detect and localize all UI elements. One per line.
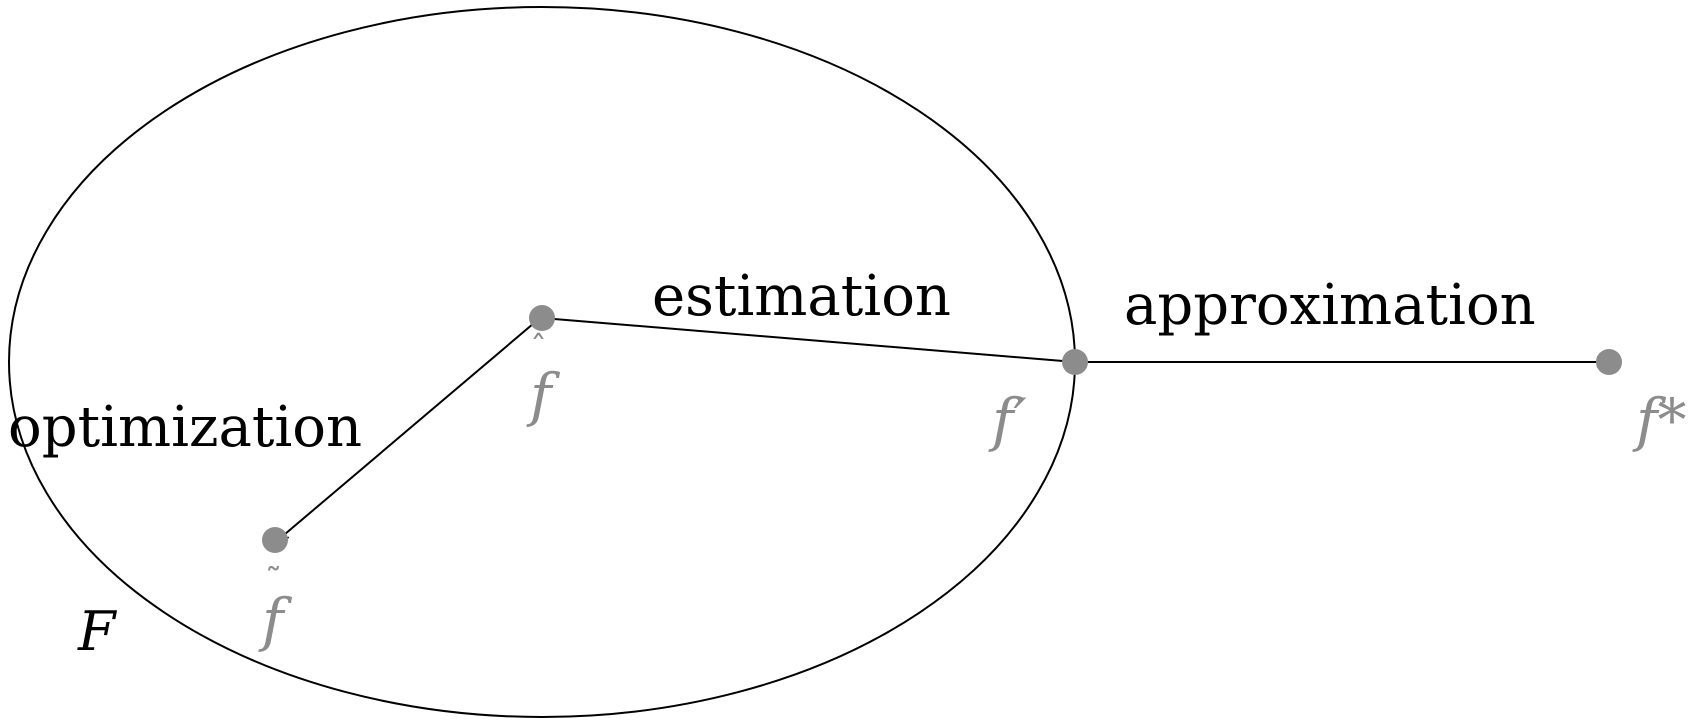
f-hat-label-group: ˆ f xyxy=(526,329,561,429)
f-star-label: f* xyxy=(1632,386,1686,454)
f-tilde-point xyxy=(262,527,288,553)
optimization-arrow xyxy=(278,317,541,540)
f-hat-label: f xyxy=(526,361,561,429)
optimization-label: optimization xyxy=(8,395,362,460)
function-class-label: F xyxy=(77,600,118,663)
estimation-label: estimation xyxy=(652,264,951,329)
estimation-arrow xyxy=(542,318,1076,363)
tilde-accent: ˜ xyxy=(265,561,282,601)
f-tilde-label-group: ˜ f xyxy=(258,561,293,654)
f-tilde-label: f xyxy=(258,586,293,654)
hat-accent: ˆ xyxy=(530,329,547,369)
f-prime-label: f′ xyxy=(988,386,1027,454)
approximation-label: approximation xyxy=(1124,273,1536,338)
f-star-point xyxy=(1596,349,1622,375)
f-prime-point xyxy=(1062,349,1088,375)
f-hat-point xyxy=(529,305,555,331)
